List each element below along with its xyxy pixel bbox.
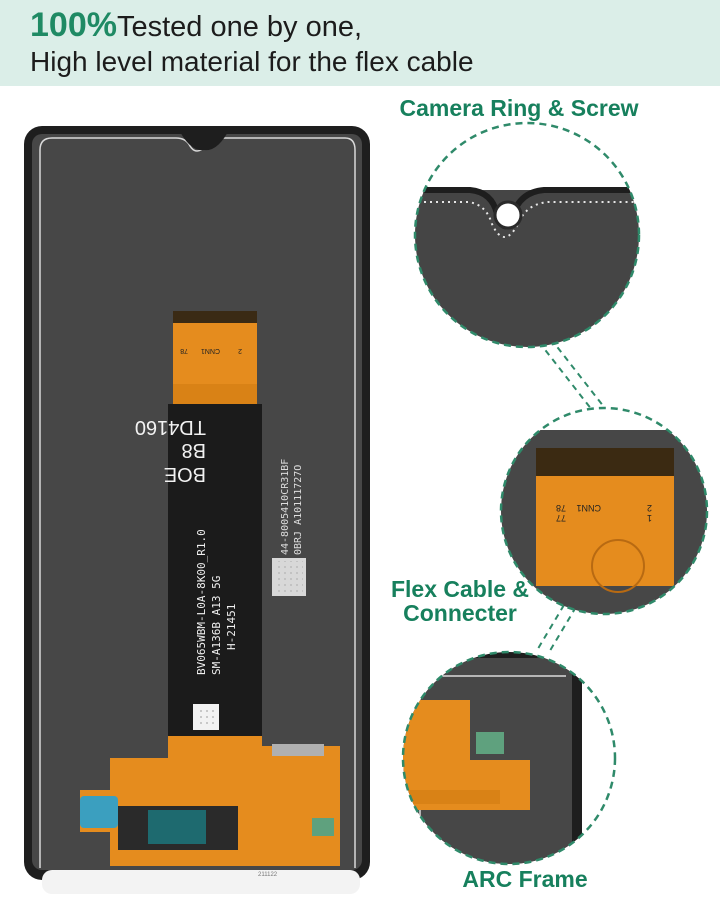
pcb-test-pads [312, 818, 334, 836]
screen-datamatrix-dots [275, 561, 303, 593]
flex-pin-right-label: 2 [238, 347, 242, 354]
screen-serial-1: 44-8005410CR31BF [280, 459, 291, 555]
flex-ic-label: TD4160 [135, 416, 206, 438]
pcb-bottom-code: 211122 [258, 872, 278, 878]
label-flex-cable-line1: Flex Cable & [390, 576, 530, 602]
zoom-arc-frame [401, 650, 617, 866]
banner-line-1-text: Tested one by one, [116, 11, 363, 43]
connector-dash-mid-bot [535, 604, 565, 653]
flex-black-strip [168, 404, 262, 740]
flex-rev-label: H-21451 [225, 604, 238, 650]
bottom-stand [42, 870, 360, 894]
svg-text:77: 77 [556, 513, 566, 523]
frame-outline [39, 137, 356, 868]
label-arc-frame: ARC Frame [462, 866, 588, 892]
banner-line-2: High level material for the flex cable [30, 46, 474, 77]
flex-b8-label: B8 [182, 439, 206, 461]
notch [178, 128, 230, 151]
svg-text:2: 2 [647, 503, 652, 513]
top-banner: 100%Tested one by one, High level materi… [0, 0, 720, 86]
svg-text:1: 1 [647, 513, 652, 523]
flex-connector-top [173, 311, 257, 385]
zoom-flex-connector: 78 77 CNN1 2 1 [499, 406, 709, 616]
connector-dash-mid-bot-2 [547, 606, 577, 655]
label-flex-cable-line2: Connecter [403, 600, 517, 626]
banner-highlight: 100% [30, 6, 117, 44]
flex-qr-code-inner [197, 708, 215, 726]
lower-pcb: 211122 [80, 744, 340, 878]
screen-serial-2: 0BRJ A10111727O [293, 465, 304, 555]
flex-pin-left-label: 78 [180, 347, 188, 354]
flex-connector-band [173, 311, 257, 323]
banner-line-1: 100%Tested one by one, [30, 6, 362, 45]
flex-cable: 2 CNN1 78 TD4160 B8 BOE BV065WBM-L0A-8K0… [135, 311, 262, 758]
flex-part-label: BV065WBM-L0A-8K00_R1.0 [195, 529, 208, 675]
pcb-blue-tab [80, 796, 118, 828]
flex-orange-band [168, 736, 262, 758]
zoom-camera-ring [413, 121, 641, 349]
pcb-chip [148, 810, 206, 844]
pcb-connector-board [272, 744, 324, 756]
label-camera-ring: Camera Ring & Screw [399, 95, 639, 121]
flex-connector-mark: CNN1 [201, 347, 220, 354]
svg-text:78: 78 [556, 503, 566, 513]
flex-vendor-label: BOE [164, 463, 206, 485]
flex-model-label: SM-A136B A13 5G [210, 576, 223, 675]
svg-text:CNN1: CNN1 [576, 503, 601, 513]
flex-stiffener-edge [173, 384, 257, 404]
